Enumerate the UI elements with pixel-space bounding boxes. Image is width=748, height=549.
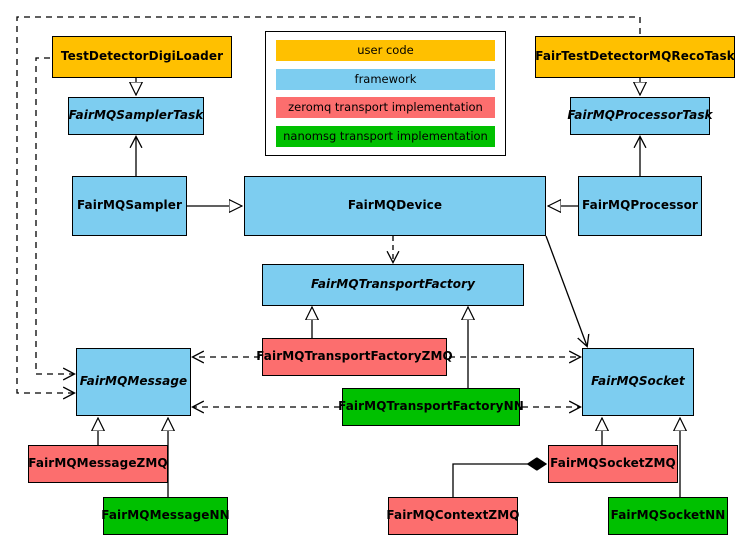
class-box-fair-mq-socket-nn[interactable]: FairMQSocketNN	[608, 497, 728, 535]
class-box-fair-mq-message-nn[interactable]: FairMQMessageNN	[101, 497, 230, 535]
class-box-fair-mq-transport-factory-nn[interactable]: FairMQTransportFactoryNN	[338, 388, 524, 426]
class-box-fair-test-detector-mq-reco-task[interactable]: FairTestDetectorMQRecoTask	[535, 36, 735, 78]
class-box-fair-mq-processor[interactable]: FairMQProcessor	[578, 176, 702, 236]
edge-device-socket	[545, 235, 587, 346]
class-box-fair-mq-sampler-task[interactable]: FairMQSamplerTask	[68, 97, 204, 135]
class-box-fair-mq-transport-factory[interactable]: FairMQTransportFactory	[262, 264, 524, 306]
legend-item-zeromq: zeromq transport implementation	[276, 97, 495, 119]
legend: user code framework zeromq transport imp…	[265, 31, 506, 156]
class-box-fair-mq-processor-task[interactable]: FairMQProcessorTask	[567, 97, 713, 135]
class-box-fair-mq-device[interactable]: FairMQDevice	[244, 176, 546, 236]
class-box-test-detector-digi-loader[interactable]: TestDetectorDigiLoader	[52, 36, 232, 78]
class-box-fair-mq-socket[interactable]: FairMQSocket	[582, 348, 694, 416]
legend-item-user-code: user code	[276, 40, 495, 61]
legend-item-framework: framework	[276, 68, 495, 90]
class-box-fair-mq-socket-zmq[interactable]: FairMQSocketZMQ	[548, 445, 678, 483]
class-box-fair-mq-message-zmq[interactable]: FairMQMessageZMQ	[28, 445, 168, 483]
class-box-fair-mq-context-zmq[interactable]: FairMQContextZMQ	[386, 497, 519, 535]
legend-item-nanomsg: nanomsg transport implementation	[276, 125, 495, 147]
class-box-fair-mq-message[interactable]: FairMQMessage	[76, 348, 191, 416]
class-box-fair-mq-transport-factory-zmq[interactable]: FairMQTransportFactoryZMQ	[256, 338, 453, 376]
edge-contextzmq-socketzmq	[452, 464, 546, 497]
class-box-fair-mq-sampler[interactable]: FairMQSampler	[72, 176, 187, 236]
